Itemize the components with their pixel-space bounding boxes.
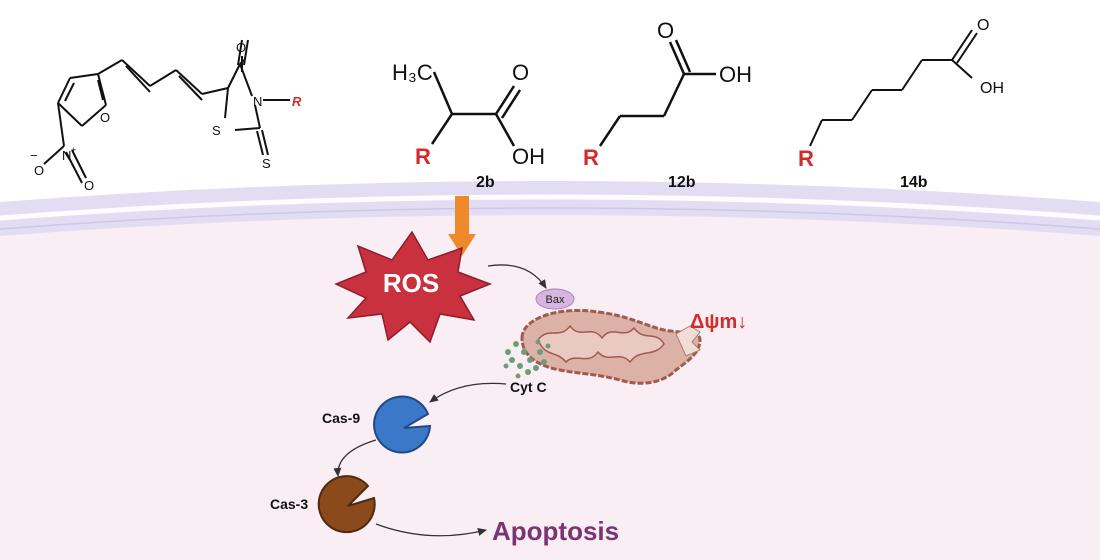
hydroxyl-label: OH — [719, 62, 752, 87]
structure-14b — [809, 29, 978, 147]
compound-label-12b: 12b — [668, 174, 696, 191]
r-group-label: R — [292, 94, 302, 109]
arrow-ros-to-bax — [487, 264, 547, 289]
apoptosis-label: Apoptosis — [492, 516, 619, 546]
atom-o: O — [100, 110, 110, 125]
structure-2b — [430, 71, 522, 147]
compound-label-14b: 14b — [900, 174, 928, 191]
atom-n: N — [253, 94, 262, 109]
atom-o: O — [84, 178, 94, 193]
r-group-label: R — [798, 146, 814, 171]
hydroxyl-label: OH — [980, 80, 1004, 97]
compound-label-2b: 2b — [476, 174, 495, 191]
r-group-label: R — [583, 145, 599, 170]
atom-charge-minus: − — [30, 148, 38, 163]
entry-arrow — [448, 196, 476, 256]
caspase-3: Cas-3 — [270, 475, 376, 534]
bax-label: Bax — [546, 294, 565, 306]
bax-protein: Bax — [535, 288, 575, 310]
atom-n: N — [62, 148, 71, 163]
atom-s: S — [212, 123, 221, 138]
cas9-label: Cas-9 — [322, 410, 360, 426]
atom-o: O — [512, 60, 529, 85]
r-group-label: R — [415, 144, 431, 169]
atom-o: O — [657, 18, 674, 43]
arrow-cas3-to-apoptosis — [375, 523, 487, 537]
atom-s: S — [262, 156, 271, 171]
core-structure — [43, 39, 290, 184]
mitochondrion — [520, 308, 702, 385]
caspase-9: Cas-9 — [322, 395, 432, 454]
membrane-potential-label: Δψm↓ — [690, 311, 747, 333]
ros-burst: ROS — [334, 230, 493, 344]
atom-o: O — [236, 40, 246, 55]
methyl-label: H₃C — [392, 60, 433, 85]
ros-label: ROS — [383, 268, 439, 298]
atom-charge-plus: + — [71, 145, 76, 155]
cas3-label: Cas-3 — [270, 496, 308, 512]
structure-12b — [598, 39, 716, 147]
arrow-cytc-to-cas9 — [429, 382, 507, 403]
cytoplasm — [0, 203, 1100, 560]
cytochrome-c-dots — [503, 339, 551, 379]
atom-o: O — [977, 17, 989, 34]
atom-o: O — [34, 163, 44, 178]
hydroxyl-label: OH — [512, 144, 545, 169]
cyt-c-label: Cyt C — [510, 379, 547, 395]
arrow-cas9-to-cas3 — [333, 439, 377, 477]
